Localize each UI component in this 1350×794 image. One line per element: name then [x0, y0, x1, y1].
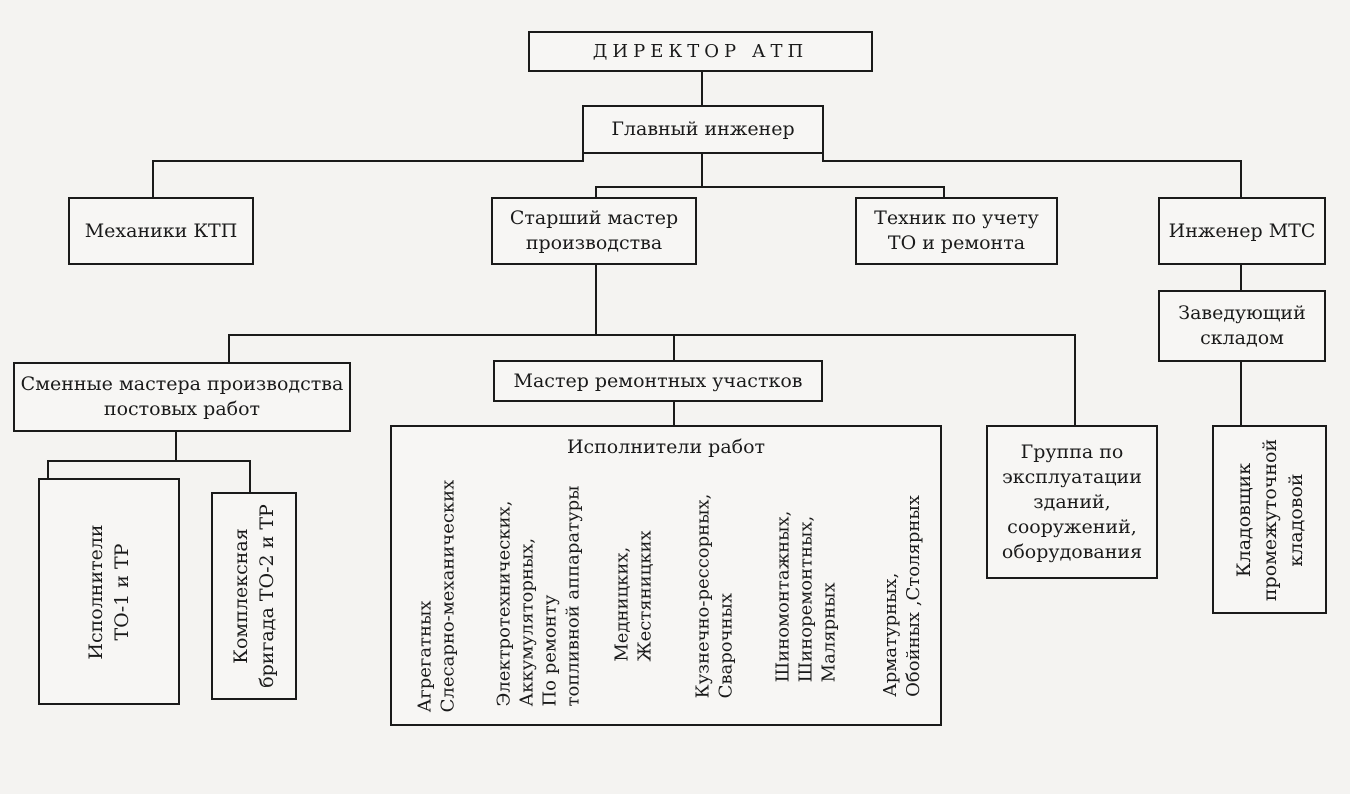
warehouse-head-box: Заведующий складом [1158, 290, 1326, 362]
executors-title: Исполнители работ [566, 436, 766, 458]
shift-masters-box: Сменные мастера производства постовых ра… [13, 362, 351, 432]
senior-master-box: Старший мастер производства [491, 197, 697, 265]
mts-engineer-box: Инженер МТС [1158, 197, 1326, 265]
executor-column-1-label: Агрегатных Слесарно-механических [414, 479, 458, 713]
executor-column-1: Агрегатных Слесарно-механических [411, 467, 461, 725]
to2-brigade-box: Комплексная бригада ТО-2 и ТР [211, 492, 297, 700]
repair-master-box: Мастер ремонтных участков [493, 360, 823, 402]
executor-column-6: Арматурных, Обойных ,Столярных [877, 467, 927, 725]
to1-executors-label: Исполнители ТО-1 и ТР [85, 523, 133, 660]
to1-executors-box: Исполнители ТО-1 и ТР [38, 478, 180, 705]
ktp-mechanics-label: Механики КТП [84, 219, 238, 242]
maintenance-group-box: Группа по эксплуатации зданий, сооружени… [986, 425, 1158, 579]
storekeeper-box: Кладовщик промежуточной кладовой [1212, 425, 1327, 614]
executors-box [390, 425, 942, 726]
to2-brigade-label: Комплексная бригада ТО-2 и ТР [230, 504, 278, 688]
executor-column-5-label: Шиномонтажных, Шиноремонтных, Малярных [772, 510, 840, 682]
executor-column-2-label: Электротехнических, Аккумуляторных, По р… [494, 485, 584, 707]
chief-engineer-box: Главный инженер [582, 105, 824, 154]
mts-engineer-label: Инженер МТС [1168, 219, 1316, 242]
executor-column-3: Медницких, Жестяницких [609, 467, 659, 725]
executor-column-5: Шиномонтажных, Шиноремонтных, Малярных [773, 467, 840, 725]
repair-master-label: Мастер ремонтных участков [513, 369, 803, 392]
chief-engineer-label: Главный инженер [611, 118, 795, 140]
executor-column-4-label: Кузнечно-рессорных, Сварочных [692, 493, 737, 699]
director-box: ДИРЕКТОР АТП [528, 31, 873, 72]
executor-column-6-label: Арматурных, Обойных ,Столярных [880, 495, 925, 697]
maintenance-group-label: Группа по эксплуатации зданий, сооружени… [1001, 440, 1143, 563]
technician-box: Техник по учету ТО и ремонта [855, 197, 1058, 265]
shift-masters-label: Сменные мастера производства постовых ра… [20, 373, 344, 420]
storekeeper-label: Кладовщик промежуточной кладовой [1232, 438, 1307, 601]
executor-column-4: Кузнечно-рессорных, Сварочных [689, 467, 739, 725]
director-label: ДИРЕКТОР АТП [592, 41, 809, 62]
technician-label: Техник по учету ТО и ремонта [874, 207, 1039, 254]
warehouse-head-label: Заведующий складом [1178, 302, 1306, 349]
senior-master-label: Старший мастер производства [509, 207, 679, 254]
ktp-mechanics-box: Механики КТП [68, 197, 254, 265]
executor-column-3-label: Медницких, Жестяницких [612, 530, 656, 662]
executor-column-2: Электротехнических, Аккумуляторных, По р… [494, 467, 584, 725]
